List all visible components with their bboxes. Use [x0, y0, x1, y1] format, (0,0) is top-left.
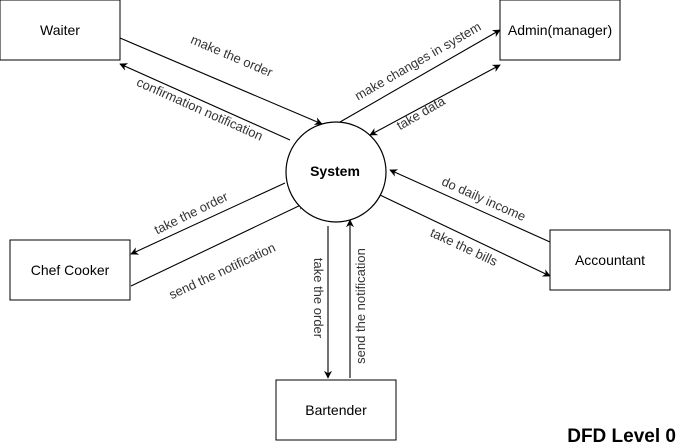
flow-line-take-data — [369, 64, 501, 136]
entity-bartender: Bartender — [275, 379, 397, 441]
entity-waiter-label: Waiter — [40, 22, 80, 38]
flow-line-take-bills — [379, 194, 551, 277]
entity-chef: Chef Cooker — [9, 239, 131, 301]
flow-line-send-notification-chef — [130, 202, 306, 287]
entity-bartender-label: Bartender — [305, 402, 367, 418]
flow-label-confirmation: confirmation notification — [134, 74, 265, 143]
flow-label-take-data: take data — [394, 93, 448, 133]
flow-label-take-order-bartender: take the order — [311, 258, 326, 339]
process-system-label: System — [310, 163, 360, 179]
entity-accountant: Accountant — [549, 229, 671, 291]
flow-line-confirmation — [119, 63, 291, 141]
flow-line-do-daily-income — [389, 169, 551, 243]
entity-admin: Admin(manager) — [499, 0, 621, 61]
entity-chef-label: Chef Cooker — [31, 262, 110, 278]
flow-line-make-order — [119, 37, 323, 125]
entity-waiter: Waiter — [0, 0, 121, 61]
flow-label-do-daily-income: do daily income — [440, 174, 529, 224]
entity-admin-label: Admin(manager) — [508, 22, 612, 38]
process-system: System — [285, 121, 387, 223]
flow-label-make-changes: make changes in system — [352, 19, 483, 104]
entity-accountant-label: Accountant — [575, 252, 645, 268]
flow-label-send-notification-chef: send the notification — [167, 240, 278, 302]
flow-line-take-order-chef — [130, 182, 286, 255]
diagram-title: DFD Level 0 — [567, 426, 676, 447]
flow-label-send-notification-bartender: send the notification — [353, 248, 368, 364]
